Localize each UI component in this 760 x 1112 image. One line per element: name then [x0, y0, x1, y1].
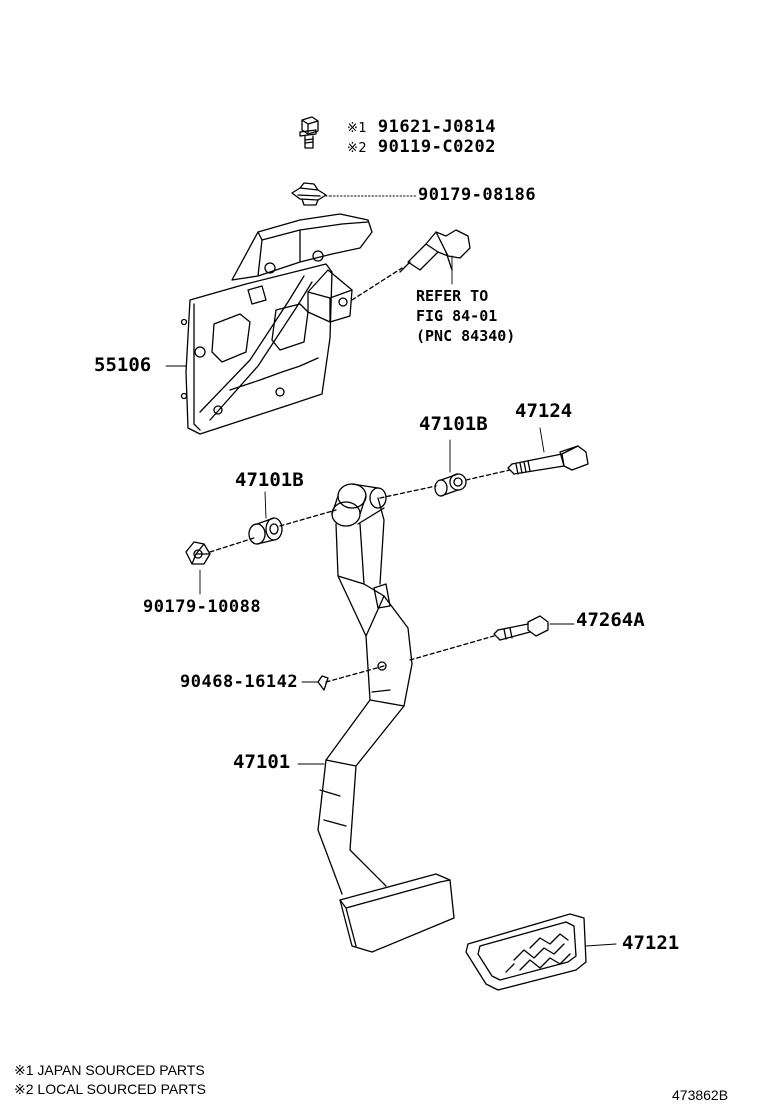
- part-number-47101b-right: 47101B: [419, 413, 488, 435]
- refer-line-3: (PNC 84340): [416, 327, 516, 345]
- part-number-91621-j0814: 91621-J0814: [377, 117, 497, 137]
- part-number-90119-c0202: 90119-C0202: [377, 137, 497, 157]
- stopper-bolt-47264a-drawing: [493, 615, 549, 641]
- bolt-91621-drawing: [299, 116, 319, 149]
- japan-source-mark: ※1: [347, 121, 368, 136]
- bushing-47101b-right-drawing: [434, 473, 467, 497]
- stop-lamp-switch-drawing: [399, 229, 471, 273]
- part-number-90179-10088: 90179-10088: [143, 597, 262, 617]
- part-label-91621: ※1 91621-J0814: [347, 119, 496, 136]
- clip-90179-08186-drawing: [291, 182, 327, 206]
- switch-leader: [351, 267, 403, 301]
- pivot-bolt-47124-drawing: [507, 445, 589, 475]
- part-number-47264a: 47264A: [576, 609, 645, 631]
- refer-line-2: FIG 84-01: [416, 307, 498, 325]
- part-number-55106: 55106: [94, 354, 152, 376]
- stopper-axis-line: [325, 635, 495, 683]
- part-label-90119: ※2 90119-C0202: [347, 139, 496, 156]
- pedal-pad-47121-drawing: [465, 913, 587, 991]
- refer-note: REFER TO FIG 84-01 (PNC 84340): [416, 286, 515, 346]
- part-number-47121: 47121: [622, 932, 680, 954]
- local-source-mark: ※2: [347, 141, 368, 156]
- bushing-47101b-left-drawing: [248, 517, 283, 545]
- bracket-55106-drawing: [180, 213, 373, 435]
- part-number-47101: 47101: [233, 751, 291, 773]
- figure-id: 473862B: [672, 1087, 729, 1103]
- part-number-90468-16142: 90468-16142: [180, 672, 299, 692]
- pedal-arm-47101-drawing: [317, 483, 455, 953]
- footnote-japan-sourced: ※1 JAPAN SOURCED PARTS: [14, 1062, 205, 1078]
- nut-90179-10088-drawing: [185, 541, 211, 565]
- pin-90468-16142-drawing: [317, 675, 329, 691]
- pivot-axis-line: [209, 469, 511, 553]
- part-number-47101b-left: 47101B: [235, 469, 304, 491]
- refer-line-1: REFER TO: [416, 287, 489, 305]
- leader-lines: [165, 195, 617, 947]
- footnote-local-sourced: ※2 LOCAL SOURCED PARTS: [14, 1081, 206, 1097]
- part-number-47124: 47124: [515, 400, 573, 422]
- part-number-90179-08186: 90179-08186: [418, 185, 537, 205]
